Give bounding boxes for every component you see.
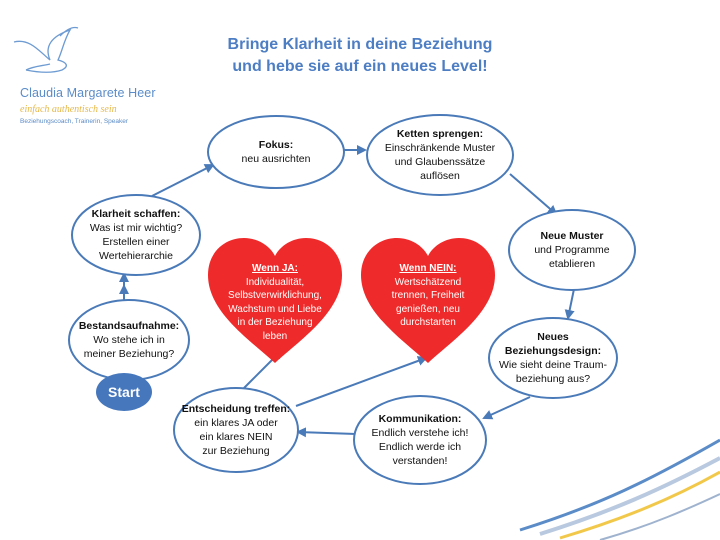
- node-design-title2: Beziehungsdesign:: [504, 345, 602, 357]
- heart-nein-shape: [361, 238, 495, 363]
- page-title: Bringe Klarheit in deine Beziehung und h…: [190, 34, 530, 78]
- node-klarheit-line3: Wertehierarchie: [99, 250, 173, 262]
- arrow-klarheit-to-fokus: [151, 164, 215, 197]
- node-klarheit-line2: Erstellen einer: [102, 236, 170, 248]
- node-fokus-title: Fokus:: [258, 139, 294, 151]
- node-entscheidung-line1: ein klares JA oder: [194, 417, 278, 429]
- heart-nein-title: Wenn NEIN:: [399, 263, 457, 274]
- heart-ja-text: Wenn JA: Individualität, Selbstverwirkli…: [212, 262, 338, 343]
- arrow-kommunikation-to-entscheidung: [296, 427, 357, 438]
- node-bestand: Bestandsaufnahme: Wo stehe ich in meiner…: [69, 300, 189, 380]
- node-entscheidung-line2: ein klares NEIN: [199, 431, 273, 443]
- node-design-line1: Wie sieht deine Traum-: [499, 359, 607, 371]
- logo-subtitle: Beziehungscoach, Trainerin, Speaker: [20, 118, 129, 125]
- node-ketten: Ketten sprengen: Einschränkende Muster u…: [367, 115, 513, 195]
- node-klarheit-line1: Was ist mir wichtig?: [89, 222, 183, 234]
- node-design-ellipse: [488, 317, 618, 399]
- node-fokus: Fokus: neu ausrichten: [208, 116, 344, 188]
- node-ketten-title: Ketten sprengen:: [396, 128, 484, 140]
- arrow-muster-to-design: [564, 288, 575, 320]
- node-kommunikation-title: Kommunikation:: [378, 413, 462, 425]
- node-bestand-title: Bestandsaufnahme:: [78, 320, 180, 332]
- node-kommunikation: Kommunikation: Endlich verstehe ich! End…: [354, 396, 486, 484]
- node-ketten-line1: Einschränkende Muster: [384, 142, 496, 154]
- heart-ja-shape: [208, 238, 342, 363]
- node-fokus-line1: neu ausrichten: [241, 153, 311, 165]
- logo-name: Claudia Margarete Heer: [20, 86, 156, 100]
- swoosh-decoration: [519, 438, 720, 540]
- node-ketten-line2: und Glaubenssätze: [394, 156, 486, 168]
- heart-ja-line3: Wachstum und Liebe: [228, 303, 322, 315]
- node-klarheit-title: Klarheit schaffen:: [91, 208, 181, 220]
- node-entscheidung-line3: zur Beziehung: [202, 445, 270, 457]
- dove-icon: [13, 26, 79, 73]
- heart-nein-line2: trennen, Freiheit: [391, 290, 465, 301]
- heart-nein-line3: genießen, neu: [396, 303, 460, 315]
- heart-ja-line5: leben: [262, 330, 288, 342]
- node-klarheit: Klarheit schaffen: Was ist mir wichtig? …: [72, 195, 200, 275]
- node-design-line2: beziehung aus?: [515, 373, 591, 385]
- node-muster-title: Neue Muster: [540, 230, 604, 242]
- node-design: Neues Beziehungsdesign: Wie sieht deine …: [489, 318, 617, 398]
- heart-ja-line1: Individualität,: [245, 276, 305, 288]
- node-bestand-line2: meiner Beziehung?: [83, 348, 175, 360]
- heart-ja-line2: Selbstverwirklichung,: [228, 290, 322, 301]
- node-bestand-line1: Wo stehe ich in: [93, 334, 165, 346]
- node-muster-ellipse: [508, 209, 636, 291]
- node-muster-line1: und Programme: [534, 244, 610, 256]
- node-kommunikation-line2: Endlich werde ich: [378, 441, 462, 453]
- arrow-design-to-kommunikation: [482, 396, 531, 420]
- start-badge: Start: [96, 373, 152, 411]
- node-fokus-ellipse: [207, 115, 345, 189]
- node-entscheidung-ellipse: [173, 387, 299, 473]
- heart-nein-line1: Wertschätzend: [394, 276, 462, 288]
- node-kommunikation-ellipse: [353, 395, 487, 485]
- node-entscheidung: Entscheidung treffen: ein klares JA oder…: [174, 388, 298, 472]
- node-ketten-line3: auflösen: [420, 170, 460, 182]
- title-line-1: Bringe Klarheit in deine Beziehung: [227, 36, 493, 53]
- node-muster-line2: etablieren: [548, 258, 596, 270]
- heart-nein-text: Wenn NEIN: Wertschätzend trennen, Freihe…: [368, 262, 488, 330]
- arrow-entscheidung-to-nein: [295, 356, 428, 407]
- node-entscheidung-title: Entscheidung treffen:: [181, 403, 291, 415]
- logo-tagline: einfach authentisch sein: [20, 104, 117, 115]
- node-kommunikation-line3: verstanden!: [392, 455, 448, 467]
- node-klarheit-ellipse: [71, 194, 201, 276]
- heart-nein-line4: durchstarten: [400, 317, 456, 328]
- heart-ja-line4: in der Beziehung: [237, 317, 313, 328]
- node-muster: Neue Muster und Programme etablieren: [509, 210, 635, 290]
- arrow-ketten-to-muster: [509, 173, 558, 216]
- node-kommunikation-line1: Endlich verstehe ich!: [371, 427, 469, 439]
- heart-ja-title: Wenn JA:: [252, 263, 298, 274]
- title-line-2: und hebe sie auf ein neues Level!: [232, 58, 488, 75]
- node-ketten-ellipse: [366, 114, 514, 196]
- node-design-title1: Neues: [537, 331, 569, 343]
